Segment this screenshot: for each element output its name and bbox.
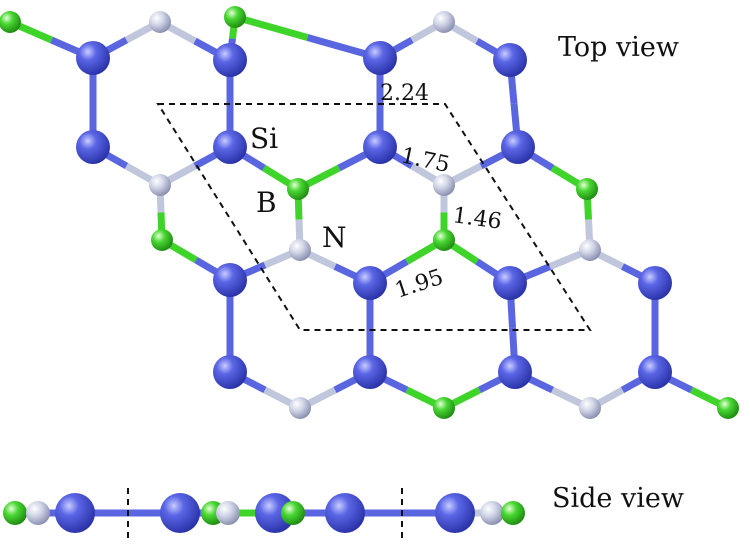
side-b-atom	[501, 501, 525, 525]
b-atom	[717, 397, 739, 419]
si-atom	[493, 43, 527, 77]
si-atom	[363, 130, 397, 164]
si-atom	[353, 355, 387, 389]
n-atom-label: N	[322, 221, 347, 254]
si-atom	[498, 355, 532, 389]
si-atom	[76, 41, 110, 75]
si-atom	[638, 266, 672, 300]
side-n-atom	[216, 501, 240, 525]
si-atom	[353, 266, 387, 300]
side-si-atom	[255, 493, 295, 533]
bond-length-si-n: 1.75	[399, 143, 452, 178]
n-atom	[433, 11, 455, 33]
b-atom-label: B	[256, 186, 277, 219]
si-atom	[213, 355, 247, 389]
bond-length-b-n: 1.46	[451, 203, 503, 235]
b-atom	[576, 178, 598, 200]
side-view-label: Side view	[552, 483, 684, 514]
n-atom	[579, 239, 601, 261]
si-atom	[213, 263, 247, 297]
b-atom	[224, 6, 246, 28]
n-atom	[433, 174, 455, 196]
si-atom	[213, 130, 247, 164]
si-atom	[493, 266, 527, 300]
bond-length-si-si: 2.24	[380, 81, 429, 106]
b-atom	[0, 11, 21, 33]
si-atom	[213, 43, 247, 77]
side-si-atom	[55, 493, 95, 533]
b-atom	[433, 229, 455, 251]
bond-length-si-b: 1.95	[392, 265, 446, 304]
n-atom	[289, 397, 311, 419]
b-atom	[287, 178, 309, 200]
top-view-label: Top view	[558, 32, 679, 63]
n-atom	[149, 174, 171, 196]
b-atom	[433, 397, 455, 419]
si-atom	[76, 130, 110, 164]
atom-layer	[0, 6, 739, 419]
side-si-atom	[325, 493, 365, 533]
side-n-atom	[26, 501, 50, 525]
bond-layer	[8, 13, 730, 412]
n-atom	[149, 11, 171, 33]
side-b-atom	[3, 501, 27, 525]
side-cell-dashes	[127, 488, 403, 538]
n-atom	[289, 239, 311, 261]
b-atom	[151, 229, 173, 251]
si-atom-label: Si	[250, 122, 278, 155]
n-atom	[579, 397, 601, 419]
side-b-atom	[281, 501, 305, 525]
side-si-atom	[160, 493, 200, 533]
side-n-atom	[480, 501, 504, 525]
side-si-atom	[435, 493, 475, 533]
si-atom	[638, 355, 672, 389]
side-atom-layer	[3, 493, 525, 533]
unit-cell-outline	[156, 103, 592, 331]
si-atom	[363, 41, 397, 75]
bond-half	[234, 13, 309, 41]
si-atom	[501, 130, 535, 164]
